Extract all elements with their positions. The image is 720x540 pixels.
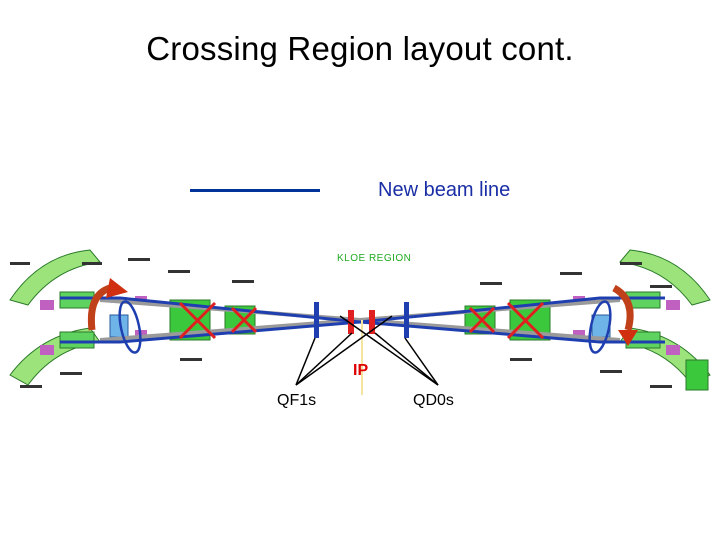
qd0-quadrupoles (348, 310, 375, 334)
qf1-quadrupoles (314, 302, 409, 338)
legend-beam-line-label: New beam line (378, 179, 511, 201)
ip-label: IP (353, 362, 369, 379)
removed-element-crosses (178, 301, 545, 340)
legend-beam-line-swatch (190, 189, 320, 192)
qd0-label: QD0s (413, 392, 454, 409)
qf1-label: QF1s (277, 392, 317, 409)
left-rotation-arrow (87, 278, 128, 331)
left-splitter-marker (118, 300, 142, 354)
kloe-region-label: KLOE REGION (337, 253, 412, 264)
page-title: Crossing Region layout cont. (146, 30, 574, 67)
drawing-background (8, 230, 710, 395)
label-pointers (295, 315, 439, 386)
right-splitter-marker (588, 300, 612, 354)
right-rotation-arrow (612, 284, 638, 346)
drawing-annotations (10, 258, 672, 388)
